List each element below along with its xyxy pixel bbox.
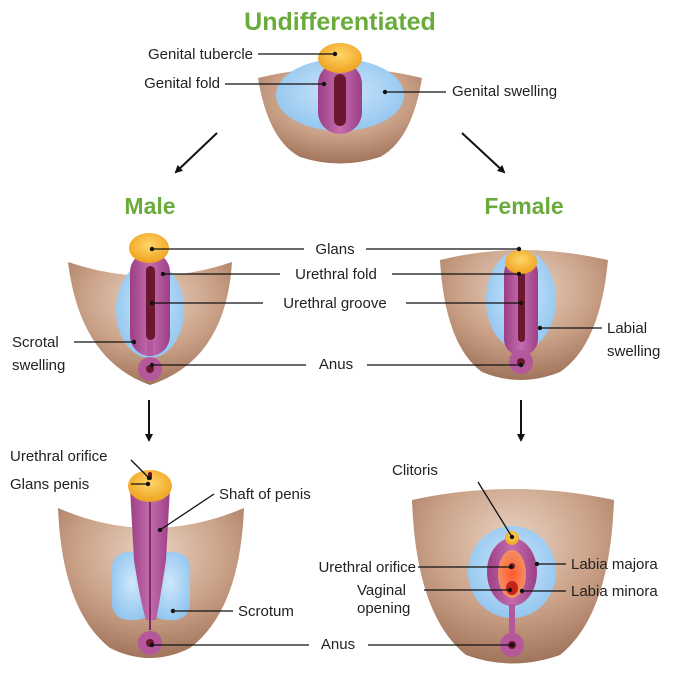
label-labial-swelling-line1: Labial xyxy=(607,320,648,337)
label-anus-mid: Anus xyxy=(318,356,354,373)
label-scrotal-swelling-line2: swelling xyxy=(12,357,66,374)
label-scrotum: Scrotum xyxy=(238,603,294,620)
label-anus-bottom: Anus xyxy=(320,636,356,653)
male-glans-shape xyxy=(129,233,169,263)
leader-shaft-of-penis xyxy=(159,493,215,531)
undiff-groove xyxy=(334,74,346,126)
leader-dots xyxy=(131,51,543,648)
label-vaginal-opening-line2: opening xyxy=(357,600,411,617)
label-genital-swelling: Genital swelling xyxy=(452,83,558,100)
label-urethral-orifice-female: Urethral orifice xyxy=(318,559,416,576)
vaginal-opening-shape xyxy=(506,581,518,595)
label-urethral-fold: Urethral fold xyxy=(295,266,377,283)
label-clitoris: Clitoris xyxy=(392,462,438,479)
genital-tubercle-shape xyxy=(318,43,362,73)
female-perineum xyxy=(509,604,515,638)
female-mid-anus-hole xyxy=(517,358,525,366)
leader-urethral-orifice-male xyxy=(130,459,150,479)
heading-male: Male xyxy=(124,193,176,219)
arrow-to-female xyxy=(461,132,506,174)
female-indifferent-illustration xyxy=(440,250,608,380)
label-labial-swelling-line2: swelling xyxy=(607,343,661,360)
female-urethral-groove-shape xyxy=(518,270,525,342)
label-urethral-orifice-male: Urethral orifice xyxy=(10,448,108,465)
heading-female: Female xyxy=(484,193,564,219)
undifferentiated-illustration xyxy=(258,43,422,164)
label-genital-fold: Genital fold xyxy=(144,75,220,92)
leader-clitoris xyxy=(477,481,513,538)
glans-penis-shape xyxy=(128,470,172,502)
label-glans: Glans xyxy=(315,241,355,258)
male-mid-raphe xyxy=(147,340,153,356)
heading-undifferentiated: Undifferentiated xyxy=(244,8,436,36)
vestibule-shape xyxy=(498,550,526,598)
arrow-to-male xyxy=(174,132,218,174)
leader-lines xyxy=(74,53,602,646)
male-indifferent-illustration xyxy=(68,233,232,385)
label-labia-majora: Labia majora xyxy=(571,556,658,573)
female-adult-illustration xyxy=(412,489,614,664)
label-labia-minora: Labia minora xyxy=(571,583,658,600)
label-scrotal-swelling-line1: Scrotal xyxy=(12,334,59,351)
label-genital-tubercle: Genital tubercle xyxy=(147,46,253,63)
label-glans-penis: Glans penis xyxy=(10,476,90,493)
female-glans-shape xyxy=(505,250,537,274)
label-urethral-groove: Urethral groove xyxy=(283,295,387,312)
male-adult-illustration xyxy=(58,470,244,658)
label-shaft-of-penis: Shaft of penis xyxy=(219,486,311,503)
label-vaginal-opening-line1: Vaginal xyxy=(357,582,406,599)
